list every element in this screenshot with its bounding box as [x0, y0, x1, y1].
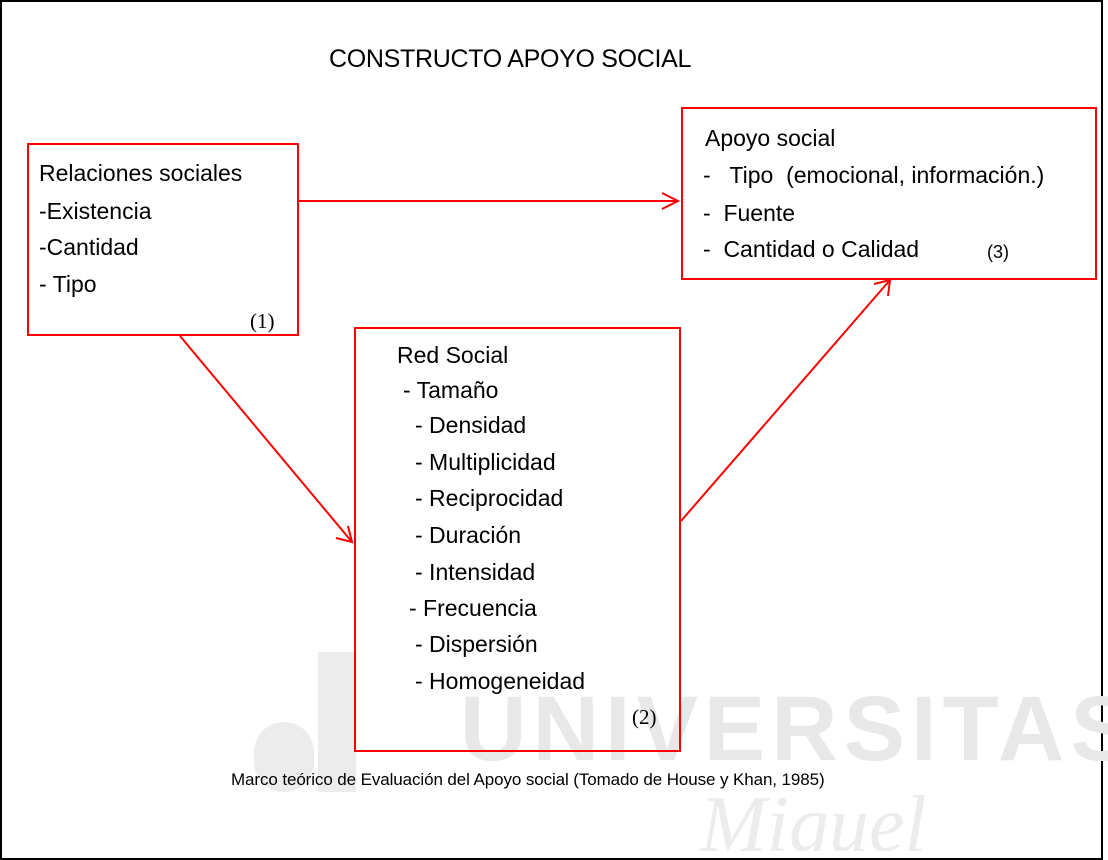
box2-line-5: - Duración	[415, 522, 522, 548]
box3-line-2: - Fuente	[703, 200, 796, 226]
box3-line-1: - Tipo (emocional, información.)	[703, 162, 1045, 188]
box2-line-9: - Homogeneidad	[415, 668, 586, 694]
arrow-relaciones-to-red-head	[335, 525, 354, 544]
box1-line-heading: Relaciones sociales	[39, 160, 243, 186]
box1-number: (1)	[250, 309, 275, 333]
box2-line-heading: Red Social	[397, 342, 509, 368]
arrow-red-to-apoyo-head	[873, 278, 892, 297]
box3-line-heading: Apoyo social	[705, 125, 836, 151]
arrow-relaciones-to-red	[179, 335, 353, 543]
diagram-title: CONSTRUCTO APOYO SOCIAL	[329, 45, 692, 73]
box-relaciones-sociales	[27, 143, 299, 336]
box2-number: (2)	[632, 705, 657, 729]
box1-line-2: -Cantidad	[39, 234, 139, 260]
box3-line-3: - Cantidad o Calidad	[703, 236, 920, 262]
box2-line-7: - Frecuencia	[409, 595, 537, 621]
box2-line-4: - Reciprocidad	[415, 485, 564, 511]
arrow-red-to-apoyo	[680, 279, 891, 522]
box1-line-1: -Existencia	[39, 198, 152, 224]
box-red-social	[354, 327, 681, 752]
box2-line-2: - Densidad	[415, 412, 527, 438]
box3-number: (3)	[987, 242, 1009, 262]
box2-line-1: - Tamaño	[403, 377, 499, 403]
box2-line-3: - Multiplicidad	[415, 449, 556, 475]
figure-caption: Marco teórico de Evaluación del Apoyo so…	[231, 770, 825, 789]
box2-line-6: - Intensidad	[415, 559, 536, 585]
arrow-relaciones-to-apoyo-head	[661, 192, 681, 210]
box2-line-8: - Dispersión	[415, 631, 538, 657]
box1-line-3: - Tipo	[39, 271, 97, 297]
box-apoyo-social	[681, 107, 1097, 280]
